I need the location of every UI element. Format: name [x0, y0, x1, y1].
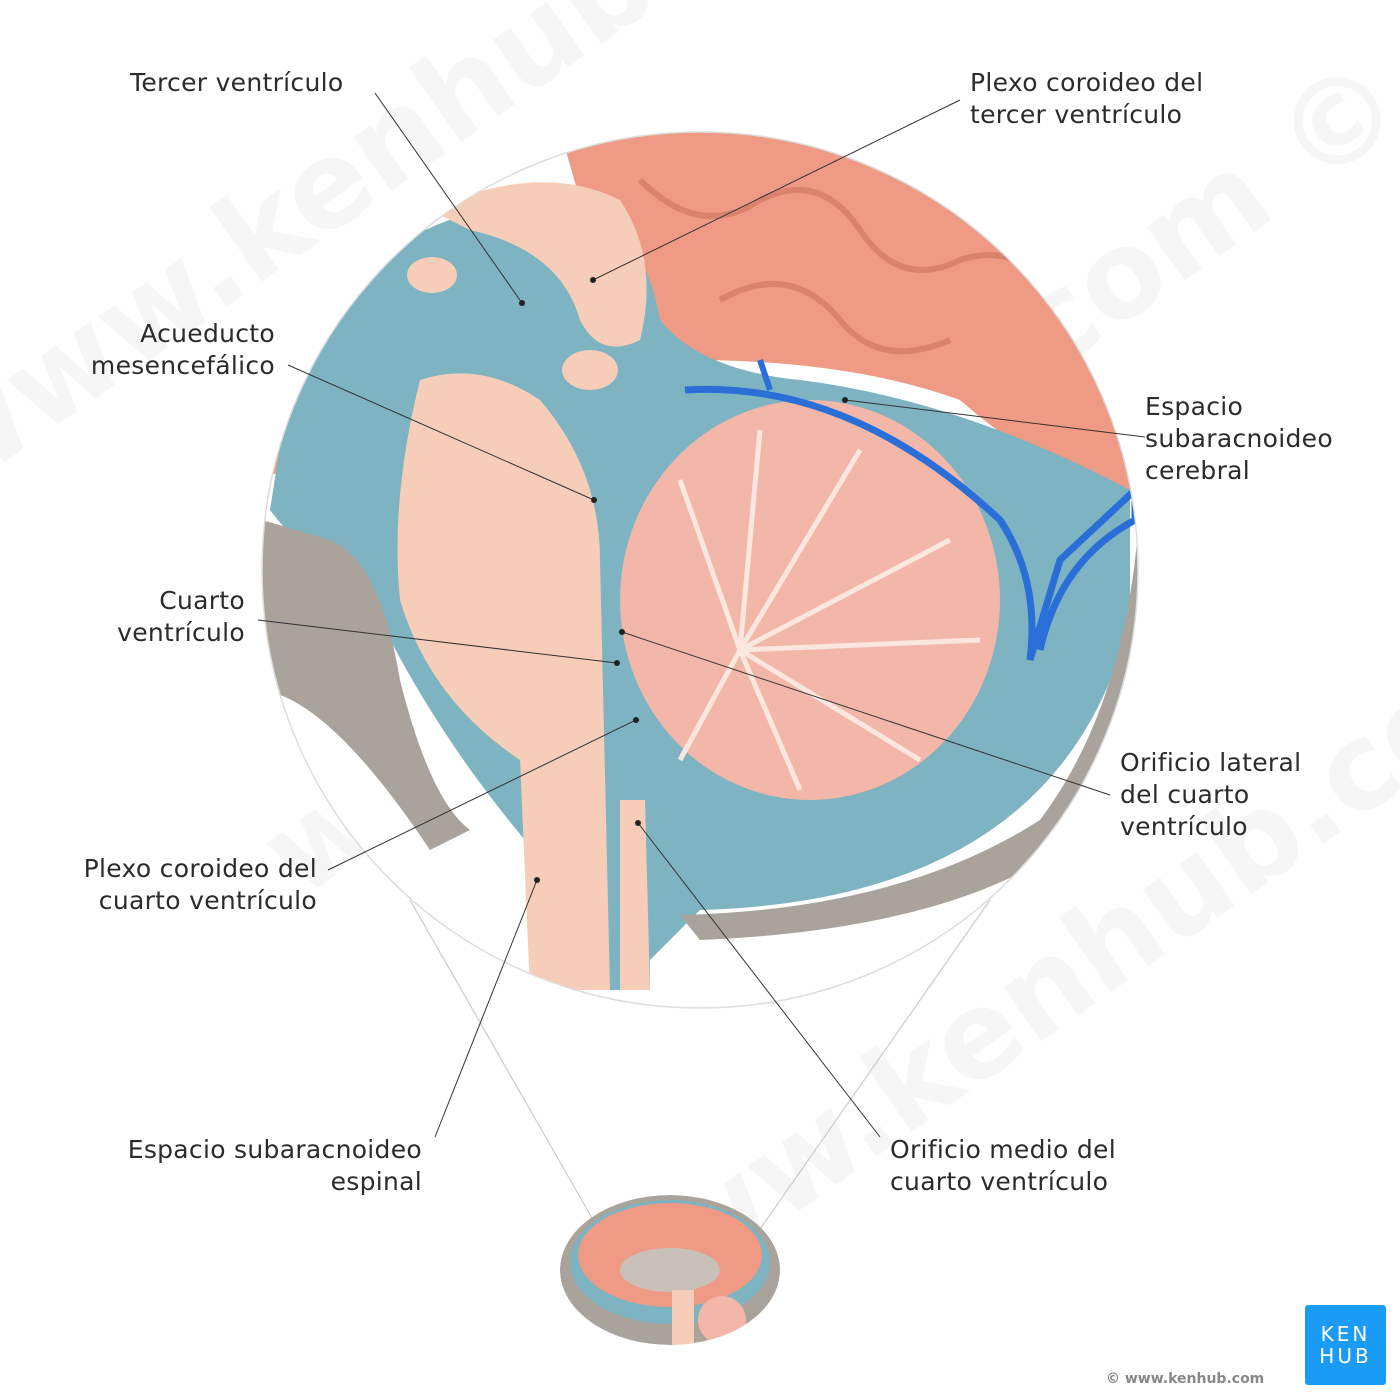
magnified-view	[262, 132, 1138, 1008]
brainstem	[397, 373, 610, 990]
leader-lines	[257, 92, 1146, 1138]
copyright: © www.kenhub.com	[1106, 1371, 1265, 1387]
zoom-line-right	[757, 899, 991, 1233]
cerebellum	[620, 400, 1000, 800]
overview-brain	[560, 1195, 780, 1345]
venous-sinus	[684, 385, 1138, 662]
occipital-bone	[262, 520, 470, 850]
label-tercer-ventriculo: Tercer ventrículo	[130, 68, 344, 97]
zoom-line-left	[409, 899, 601, 1233]
skull-bone	[680, 500, 1138, 940]
corpus-callosum	[430, 182, 647, 347]
